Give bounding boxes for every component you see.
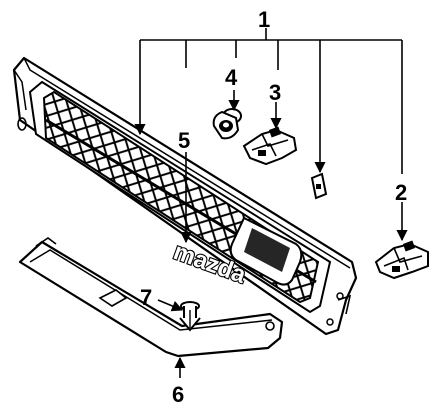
push-clip-part-7 xyxy=(179,301,201,332)
bracket-clip-part-2 xyxy=(374,240,429,280)
callout-2: 2 xyxy=(395,180,407,205)
callout-5: 5 xyxy=(178,128,190,153)
lower-molding xyxy=(18,237,284,358)
callout-1: 1 xyxy=(258,7,270,32)
leader-lines xyxy=(134,28,408,378)
callout-6: 6 xyxy=(172,382,184,407)
callout-4: 4 xyxy=(225,65,238,90)
round-clip-part-4 xyxy=(212,108,242,140)
callout-7: 7 xyxy=(140,285,152,310)
small-clip xyxy=(310,172,328,200)
bracket-clip-part-3 xyxy=(242,126,298,166)
grille-panel xyxy=(12,56,358,336)
callout-3: 3 xyxy=(269,80,281,105)
